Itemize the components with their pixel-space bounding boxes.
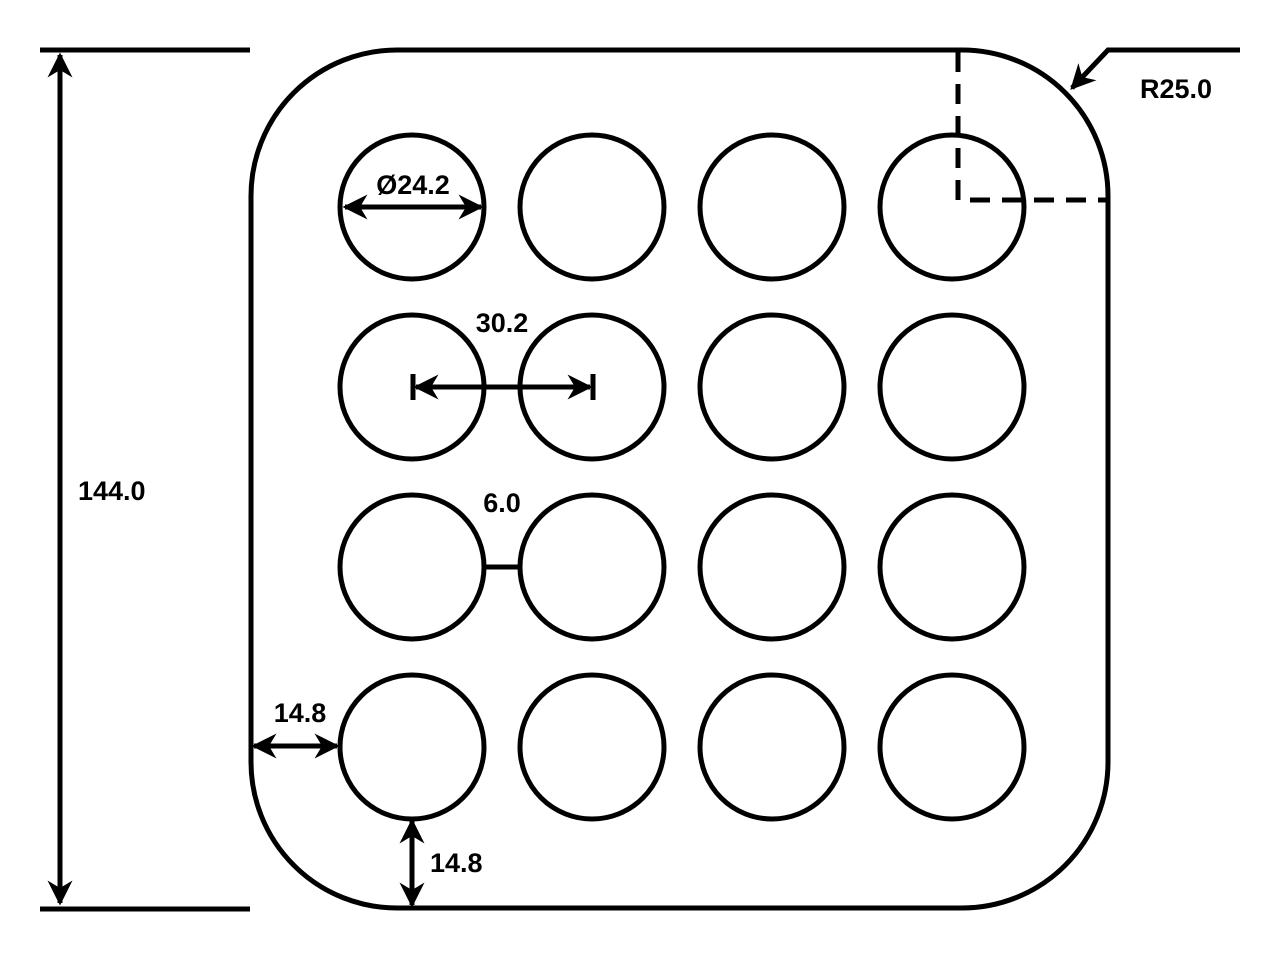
gap-label: 6.0: [483, 488, 521, 518]
pitch-label: 30.2: [476, 308, 529, 338]
hole-grid: [337, 132, 1027, 822]
hole: [877, 312, 1027, 462]
hole: [697, 672, 847, 822]
hole: [337, 132, 487, 282]
hole: [877, 672, 1027, 822]
height-label: 144.0: [78, 476, 146, 506]
hole: [697, 312, 847, 462]
hole: [517, 672, 667, 822]
hole: [877, 132, 1027, 282]
hole: [877, 492, 1027, 642]
radius-center-lines: [955, 52, 1108, 203]
radius-label: R25.0: [1140, 74, 1212, 104]
hole: [517, 492, 667, 642]
edge-offset-x-label: 14.8: [274, 698, 327, 728]
hole: [517, 132, 667, 282]
edge-offset-y-label: 14.8: [430, 848, 483, 878]
plate-outline: [248, 47, 1111, 911]
hole: [337, 672, 487, 822]
hole: [697, 492, 847, 642]
radius-leader: [1070, 47, 1240, 90]
diameter-label: Ø24.2: [376, 170, 450, 200]
hole: [337, 492, 487, 642]
hole: [697, 132, 847, 282]
